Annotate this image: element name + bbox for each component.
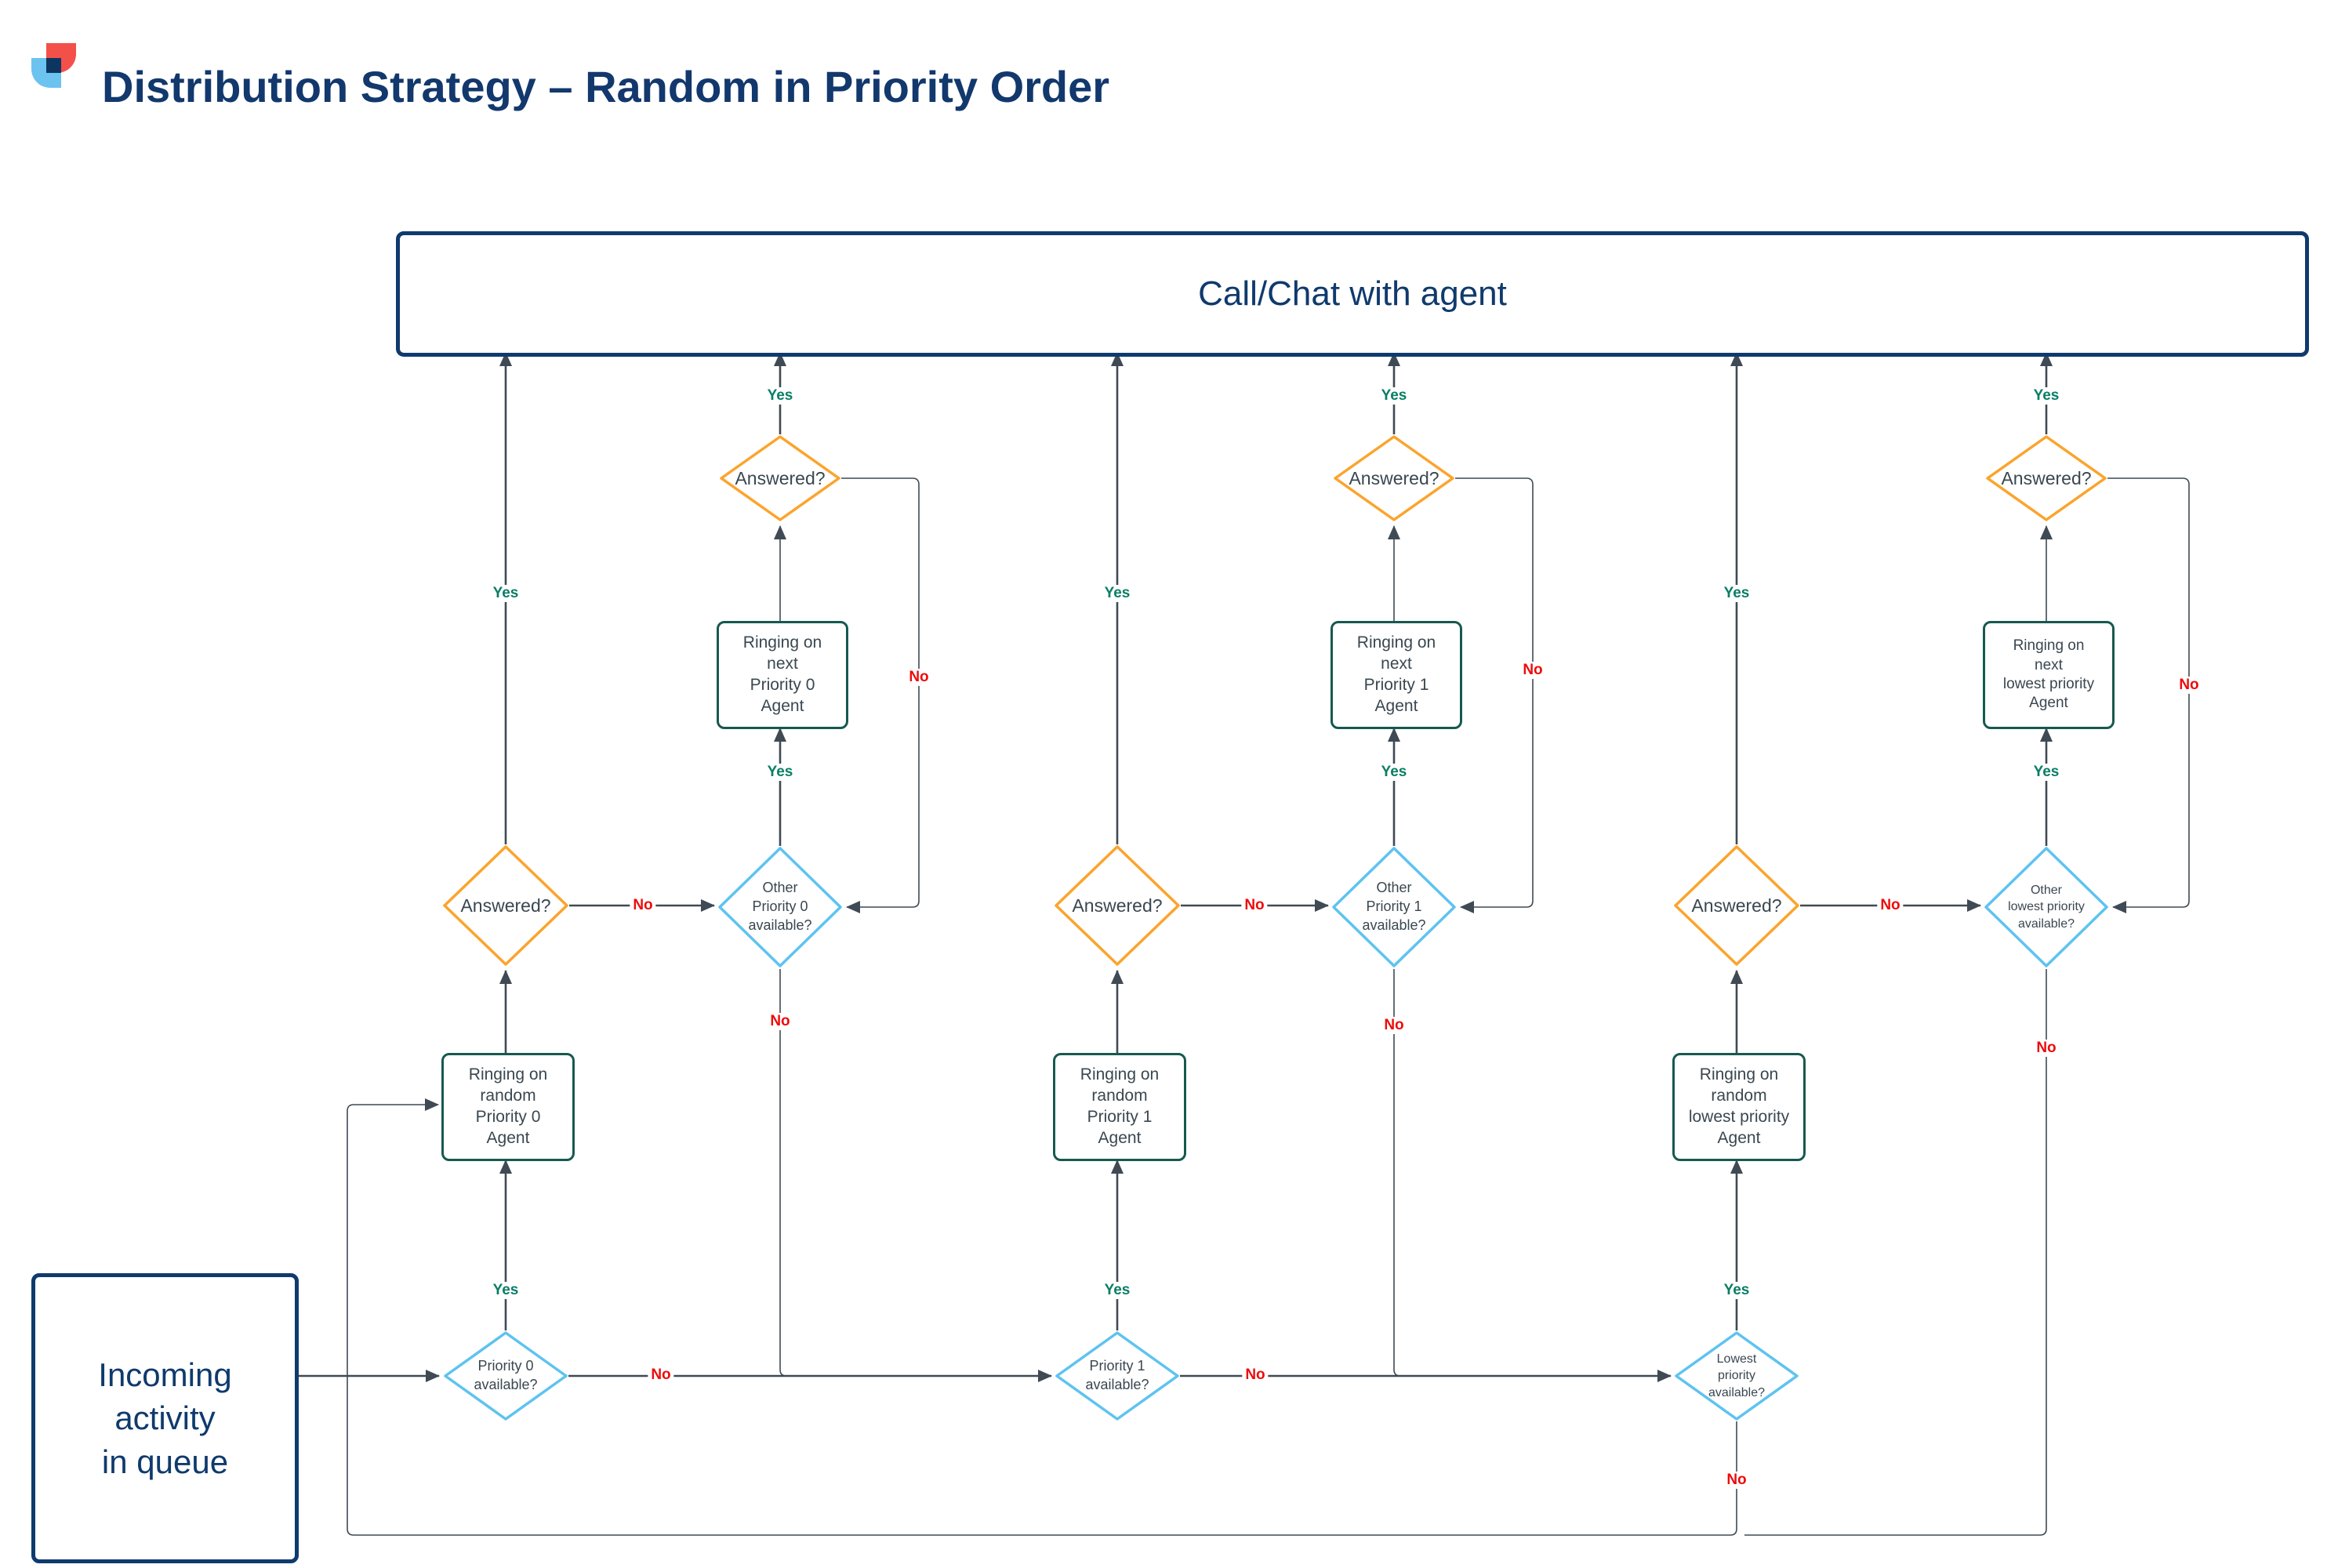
node-answered-next-priority-1: Answered? <box>1333 434 1455 522</box>
edge-other2-no-down <box>1744 969 2047 1536</box>
node-other-priority-1-available: Other Priority 1 available? <box>1331 846 1457 968</box>
node-answered-next-priority-0-label: Answered? <box>735 467 826 488</box>
edge-label-yes: Yes <box>2030 387 2063 405</box>
page-title: Distribution Strategy – Random in Priori… <box>102 62 1110 111</box>
edge-label-yes: Yes <box>1378 764 1410 781</box>
diamond-shape <box>1334 435 1454 521</box>
diamond-shape <box>1984 847 2108 967</box>
node-other-priority-0-available-label: Other Priority 0 available? <box>748 880 812 933</box>
node-ringing-next-priority-0-label: Ringing on next Priority 0 Agent <box>742 633 822 715</box>
edge-label-no: No <box>906 669 932 686</box>
node-ringing-next-priority-0: Ringing on next Priority 0 Agent <box>717 621 848 729</box>
node-priority-1-available-label: Priority 1 available? <box>1085 1358 1149 1392</box>
diamond-shape <box>1986 435 2107 521</box>
diamond-shape <box>720 435 840 521</box>
node-lowest-priority-available: Lowest priority available? <box>1674 1330 1799 1421</box>
node-answered-lowest: Answered? <box>1673 844 1800 967</box>
edge-label-no: No <box>630 897 656 914</box>
node-call-chat-label: Call/Chat with agent <box>1198 274 1507 313</box>
edge-label-no: No <box>648 1367 674 1384</box>
logo-navy-shape <box>46 58 61 73</box>
edge-label-no: No <box>2033 1040 2060 1057</box>
node-answered-next-lowest-label: Answered? <box>2001 467 2092 488</box>
node-other-lowest-available: Other lowest priority available? <box>1984 846 2109 968</box>
edge-label-no: No <box>1519 662 1546 679</box>
edge-label-yes: Yes <box>2030 764 2063 781</box>
node-answered-lowest-label: Answered? <box>1691 895 1782 916</box>
node-ringing-next-priority-1-label: Ringing on next Priority 1 Agent <box>1356 633 1436 715</box>
diamond-shape <box>443 845 568 966</box>
edge-plow-no-restart-loop <box>347 1098 1737 1536</box>
node-priority-1-available: Priority 1 available? <box>1055 1330 1180 1421</box>
node-answered-next-priority-0: Answered? <box>719 434 841 522</box>
diamond-shape <box>1674 845 1799 966</box>
edge-label-no: No <box>1877 897 1904 914</box>
node-answered-priority-1: Answered? <box>1054 844 1181 967</box>
edge-answered1b-no-loop <box>1455 477 1534 913</box>
edge-label-yes: Yes <box>489 1282 522 1299</box>
edge-answered0b-no-loop <box>841 477 920 913</box>
node-ringing-next-lowest: Ringing on next lowest priority Agent <box>1983 621 2115 729</box>
edge-label-yes: Yes <box>1101 1282 1134 1299</box>
diamond-shape <box>718 847 842 967</box>
edge-label-no: No <box>1381 1017 1407 1034</box>
edge-label-yes: Yes <box>764 764 797 781</box>
node-lowest-priority-available-label: Lowest priority available? <box>1708 1352 1766 1399</box>
node-ringing-random-priority-0-label: Ringing on random Priority 0 Agent <box>468 1065 548 1147</box>
node-answered-next-lowest: Answered? <box>1985 434 2107 522</box>
edge-label-no: No <box>2176 677 2202 694</box>
diamond-shape <box>1675 1331 1799 1421</box>
node-answered-priority-0: Answered? <box>442 844 569 967</box>
node-call-chat-with-agent: Call/Chat with agent <box>396 231 2309 357</box>
node-answered-next-priority-1-label: Answered? <box>1349 467 1439 488</box>
node-priority-0-available-label: Priority 0 available? <box>474 1358 538 1392</box>
edge-label-yes: Yes <box>1101 585 1134 602</box>
edge-label-yes: Yes <box>1720 585 1753 602</box>
logo <box>31 43 86 98</box>
node-other-priority-1-available-label: Other Priority 1 available? <box>1362 880 1426 933</box>
node-ringing-random-priority-1: Ringing on random Priority 1 Agent <box>1053 1053 1186 1161</box>
node-ringing-random-lowest: Ringing on random lowest priority Agent <box>1672 1053 1806 1161</box>
node-ringing-random-priority-0: Ringing on random Priority 0 Agent <box>441 1053 575 1161</box>
diamond-shape <box>1332 847 1456 967</box>
edge-label-no: No <box>1241 897 1268 914</box>
diamond-shape <box>444 1331 568 1421</box>
node-ringing-next-priority-1: Ringing on next Priority 1 Agent <box>1330 621 1462 729</box>
node-other-priority-0-available: Other Priority 0 available? <box>717 846 843 968</box>
node-incoming-activity-label: Incoming activity in queue <box>98 1356 232 1480</box>
edge-label-no: No <box>1242 1367 1269 1384</box>
edge-label-yes: Yes <box>764 387 797 405</box>
edge-label-yes: Yes <box>489 585 522 602</box>
node-answered-priority-0-label: Answered? <box>460 895 551 916</box>
node-priority-0-available: Priority 0 available? <box>443 1330 568 1421</box>
node-ringing-random-priority-1-label: Ringing on random Priority 1 Agent <box>1080 1065 1160 1147</box>
node-answered-priority-1-label: Answered? <box>1072 895 1163 916</box>
node-incoming-activity: Incoming activity in queue <box>31 1273 299 1563</box>
edge-label-no: No <box>1723 1472 1750 1489</box>
node-other-lowest-available-label: Other lowest priority available? <box>2008 884 2085 931</box>
diamond-shape <box>1055 1331 1179 1421</box>
diamond-shape <box>1055 845 1180 966</box>
edge-label-yes: Yes <box>1378 387 1410 405</box>
node-ringing-next-lowest-label: Ringing on next lowest priority Agent <box>2002 637 2095 712</box>
edge-label-no: No <box>767 1013 793 1030</box>
edge-label-yes: Yes <box>1720 1282 1753 1299</box>
node-ringing-random-lowest-label: Ringing on random lowest priority Agent <box>1688 1065 1790 1147</box>
